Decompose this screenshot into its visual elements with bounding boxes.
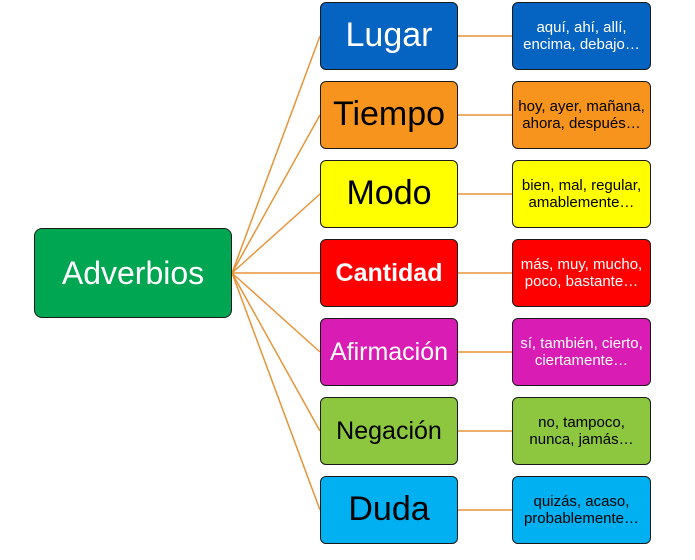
examples-modo: bien, mal, regular, amablemente… bbox=[512, 160, 651, 228]
examples-text: bien, mal, regular, amablemente… bbox=[521, 176, 642, 211]
examples-text: no, tampoco, nunca, jamás… bbox=[529, 413, 634, 448]
category-negacion: Negación bbox=[320, 397, 458, 465]
root-to-category-line bbox=[231, 114, 321, 274]
examples-text: quizás, acaso, probablemente… bbox=[523, 492, 640, 527]
examples-duda: quizás, acaso, probablemente… bbox=[512, 476, 651, 544]
category-lugar: Lugar bbox=[320, 2, 458, 70]
category-label: Lugar bbox=[345, 16, 433, 55]
category-cantidad: Cantidad bbox=[320, 239, 458, 307]
category-modo: Modo bbox=[320, 160, 458, 228]
examples-lugar: aquí, ahí, allí, encima, debajo… bbox=[512, 2, 651, 70]
root-label: Adverbios bbox=[61, 254, 205, 291]
category-tiempo: Tiempo bbox=[320, 81, 458, 149]
root-to-category-line bbox=[231, 193, 321, 274]
examples-cantidad: más, muy, mucho, poco, bastante… bbox=[512, 239, 651, 307]
examples-text: hoy, ayer, mañana, ahora, después… bbox=[518, 97, 645, 132]
category-label: Modo bbox=[346, 174, 432, 213]
examples-text: aquí, ahí, allí, encima, debajo… bbox=[523, 18, 640, 53]
examples-afirmacion: sí, también, cierto, ciertamente… bbox=[512, 318, 651, 386]
category-label: Negación bbox=[336, 416, 442, 445]
examples-text: sí, también, cierto, ciertamente… bbox=[520, 334, 643, 369]
root-node-adverbios: Adverbios bbox=[34, 228, 232, 318]
examples-text: más, muy, mucho, poco, bastante… bbox=[520, 255, 643, 290]
category-label: Duda bbox=[348, 490, 430, 529]
root-to-category-line bbox=[231, 35, 321, 274]
category-label: Cantidad bbox=[335, 258, 443, 287]
category-label: Tiempo bbox=[332, 95, 446, 134]
examples-negacion: no, tampoco, nunca, jamás… bbox=[512, 397, 651, 465]
root-to-category-line bbox=[231, 272, 321, 353]
examples-tiempo: hoy, ayer, mañana, ahora, después… bbox=[512, 81, 651, 149]
category-afirmacion: Afirmación bbox=[320, 318, 458, 386]
category-label: Afirmación bbox=[329, 337, 449, 366]
category-duda: Duda bbox=[320, 476, 458, 544]
root-to-category-line bbox=[231, 272, 321, 511]
root-to-category-line bbox=[231, 272, 321, 432]
